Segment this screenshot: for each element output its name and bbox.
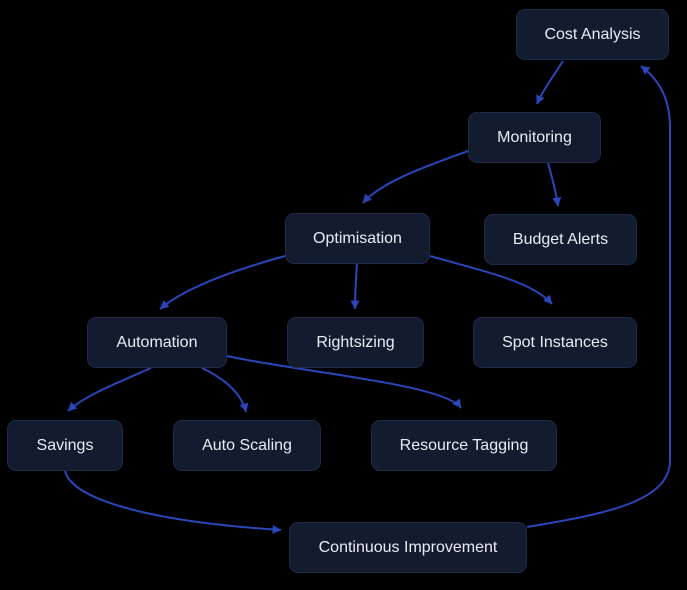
edge-optimisation-to-rightsizing	[350, 263, 360, 310]
node-optimisation-label: Optimisation	[313, 229, 402, 247]
node-resource-tagging: Resource Tagging	[371, 420, 557, 471]
edge-monitoring-to-optimisation	[362, 150, 469, 204]
edge-automation-to-savings	[67, 367, 152, 412]
node-monitoring-label: Monitoring	[497, 128, 572, 146]
node-resource-tagging-label: Resource Tagging	[399, 436, 529, 454]
node-auto-scaling-label: Auto Scaling	[202, 436, 292, 454]
node-auto-scaling: Auto Scaling	[173, 420, 321, 471]
edge-optimisation-to-automation	[159, 255, 286, 310]
edge-automation-to-auto-scaling	[201, 367, 249, 413]
edge-monitoring-to-budget-alerts	[547, 162, 562, 207]
node-budget-alerts-label: Budget Alerts	[512, 230, 609, 248]
node-rightsizing: Rightsizing	[287, 317, 424, 368]
node-savings-label: Savings	[36, 436, 94, 454]
edge-savings-to-continuous-improvement	[64, 470, 282, 534]
node-budget-alerts: Budget Alerts	[484, 214, 637, 265]
node-automation: Automation	[87, 317, 227, 368]
node-spot-instances: Spot Instances	[473, 317, 637, 368]
node-spot-instances-label: Spot Instances	[502, 333, 608, 351]
node-cost-analysis-label: Cost Analysis	[544, 25, 641, 43]
node-continuous-improvement: Continuous Improvement	[289, 522, 527, 573]
edge-automation-to-resource-tagging	[226, 355, 462, 409]
node-optimisation: Optimisation	[285, 213, 430, 264]
node-monitoring: Monitoring	[468, 112, 601, 163]
node-rightsizing-label: Rightsizing	[316, 333, 395, 351]
edge-optimisation-to-spot-instances	[429, 255, 553, 305]
node-savings: Savings	[7, 420, 123, 471]
edge-cost-analysis-to-monitoring	[536, 60, 564, 105]
node-continuous-improvement-label: Continuous Improvement	[318, 538, 498, 556]
node-cost-analysis: Cost Analysis	[516, 9, 669, 60]
edge-continuous-improvement-to-cost-analysis	[526, 65, 671, 528]
node-automation-label: Automation	[116, 333, 198, 351]
